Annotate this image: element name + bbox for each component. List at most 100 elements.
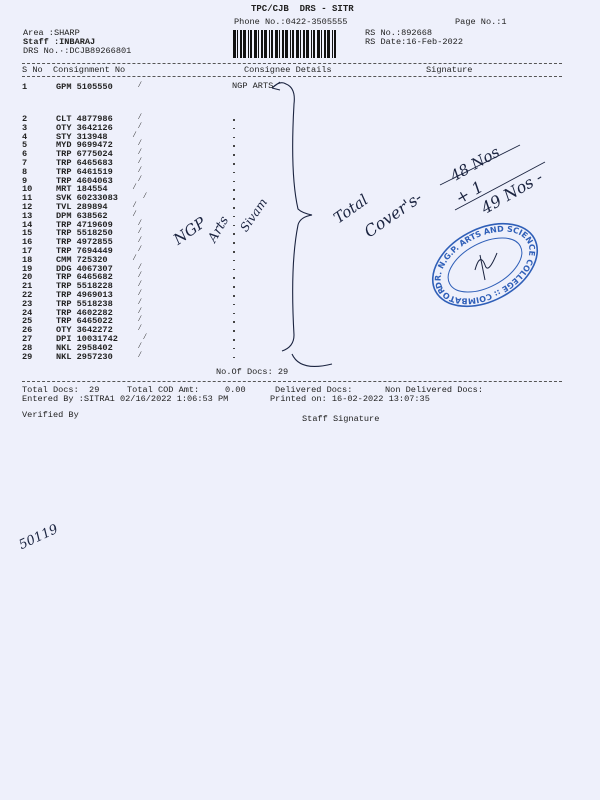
table-row: 5 MYD 9699472 [22, 140, 282, 151]
table-row: 29 NKL 2957230 [22, 351, 282, 362]
row-consignment-no: STY 313948 [56, 131, 108, 142]
column-header-sno: S No [22, 65, 43, 75]
table-row: 23 TRP 5518238 [22, 298, 282, 309]
check-mark-icon: ∕ [137, 296, 143, 307]
table-row: 7 TRP 6465683 [22, 158, 282, 168]
consignee-placeholder-dot [233, 207, 235, 209]
consignee-placeholder-dot [233, 339, 235, 341]
barcode-bar [303, 30, 305, 58]
barcode-bar [264, 30, 267, 58]
check-mark-icon: ∕ [137, 279, 143, 290]
divider [22, 381, 562, 382]
check-mark-icon: ∕ [132, 129, 138, 140]
row-consignment-no: SVK 60233083 [56, 193, 118, 204]
consignee-placeholder-dot [233, 321, 235, 323]
row-sno: 5 [22, 140, 28, 151]
rs-number: RS No.:892668 [365, 28, 433, 38]
consignee-details: NGP ARTS [232, 81, 274, 91]
row-consignment-no: TRP 4969013 [56, 290, 113, 300]
check-mark-icon: ∕ [137, 217, 143, 228]
consignee-placeholder-dot [233, 145, 235, 147]
table-row: 24 TRP 4602282 [22, 307, 282, 318]
printed-on: Printed on: 16-02-2022 13:07:35 [270, 394, 430, 404]
table-row: 26 OTY 3642272 [22, 325, 282, 335]
consignee-placeholder-dot [233, 127, 235, 130]
consignee-placeholder-dot [233, 215, 235, 218]
staff-signature: Staff Signature [302, 414, 380, 424]
barcode-bar [282, 30, 284, 58]
row-consignment-no: TRP 5518228 [56, 281, 113, 292]
consignee-placeholder-dot [233, 295, 235, 297]
consignee-placeholder-dot [233, 356, 235, 359]
barcode-bar [327, 30, 330, 58]
barcode-bar [269, 30, 270, 58]
drs-number: DRS No.·:DCJB89266801 [23, 46, 132, 56]
row-consignment-no: DDG 4067307 [56, 263, 113, 274]
consignee-placeholder-dot [233, 330, 235, 332]
check-mark-icon: ∕ [137, 261, 143, 272]
row-consignment-no: TRP 4602282 [56, 307, 113, 318]
row-sno: 9 [22, 175, 28, 186]
barcode-bar [275, 30, 278, 58]
row-consignment-no: DPI 10031742 [56, 334, 118, 344]
row-consignment-no: MRT 184554 [56, 184, 108, 195]
barcode-bar [300, 30, 301, 58]
consignee-placeholder-dot [233, 268, 235, 271]
no-of-docs: No.Of Docs: 29 [216, 367, 289, 377]
row-sno: 27 [22, 334, 33, 344]
check-mark-icon: ∕ [137, 138, 143, 149]
consignee-placeholder-dot [233, 136, 235, 139]
row-sno: 10 [22, 184, 33, 195]
barcode-bar [240, 30, 242, 58]
row-sno: 22 [22, 290, 33, 300]
barcode-bar [243, 30, 246, 58]
row-sno: 19 [22, 263, 33, 274]
row-sno: 29 [22, 351, 33, 362]
row-sno: 1 [22, 82, 28, 92]
check-mark-icon: ∕ [137, 173, 143, 184]
area-label: Area :SHARP [23, 28, 80, 38]
row-consignment-no: TVL 289894 [56, 202, 108, 212]
row-consignment-no: DPM 638562 [56, 210, 108, 221]
table-row: 20 TRP 6465682 [22, 272, 282, 283]
row-sno: 7 [22, 158, 28, 168]
table-row: 2 CLT 4877986 [22, 114, 282, 124]
consignee-placeholder-dot [233, 171, 235, 174]
barcode-bar [271, 30, 273, 58]
check-mark-icon: ∕ [137, 120, 143, 131]
table-row: 8 TRP 6461519 [22, 167, 282, 177]
check-mark-icon: ∕ [137, 156, 143, 166]
row-sno: 23 [22, 298, 33, 309]
row-consignment-no: TRP 6465682 [56, 272, 113, 283]
row-consignment-no: TRP 5518250 [56, 228, 113, 239]
consignee-placeholder-dot [233, 347, 235, 350]
rs-date: RS Date:16-Feb-2022 [365, 37, 463, 47]
row-sno: 18 [22, 254, 33, 265]
row-sno: 15 [22, 228, 33, 239]
row-consignment-no: TRP 4972855 [56, 237, 113, 248]
staff-label: Staff :INBARAJ [23, 37, 96, 47]
check-mark-icon: ∕ [137, 226, 143, 237]
row-consignment-no: TRP 7694449 [56, 246, 113, 256]
row-sno: 14 [22, 219, 33, 230]
row-consignment-no: MYD 9699472 [56, 140, 113, 151]
column-header-consignee: Consignee Details [244, 65, 332, 75]
table-row: 19 DDG 4067307 [22, 263, 282, 274]
barcode-bar [306, 30, 309, 58]
divider [22, 63, 562, 64]
delivered-docs: Delivered Docs: [275, 385, 353, 395]
consignee-placeholder-dot [233, 119, 235, 121]
barcode-bar [292, 30, 294, 58]
row-sno: 21 [22, 281, 33, 292]
table-row: 11 SVK 60233083 [22, 193, 282, 204]
check-mark-icon: ∕ [137, 80, 143, 90]
table-row: 28 NKL 2958402 [22, 343, 282, 353]
consignee-placeholder-dot [233, 242, 235, 244]
row-consignment-no: TRP 6465683 [56, 158, 113, 168]
barcode-bar [254, 30, 257, 58]
row-sno: 11 [22, 193, 33, 204]
table-row: 27 DPI 10031742 [22, 334, 282, 344]
barcode-bar [290, 30, 291, 58]
barcode-bar [261, 30, 263, 58]
page-number: Page No.:1 [455, 17, 507, 27]
